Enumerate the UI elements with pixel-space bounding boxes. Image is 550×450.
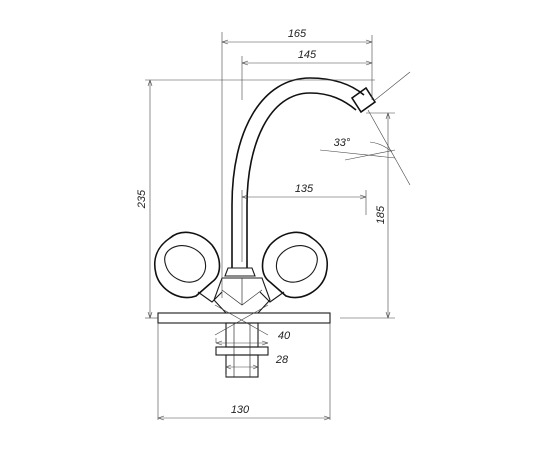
spout-inner [246, 92, 357, 268]
dim-angle: 33° [334, 137, 351, 149]
mounting-nut [215, 346, 269, 356]
dim-spout-reach: 145 [298, 49, 317, 61]
dim-spout-height: 185 [375, 205, 387, 224]
lower-shank [225, 354, 259, 378]
aerator [350, 86, 377, 114]
dim-shank-width: 28 [275, 354, 289, 366]
left-handle [154, 231, 223, 303]
dim-nut-width: 40 [278, 330, 291, 342]
spout-outer [231, 77, 365, 268]
dim-overall-reach: 165 [288, 28, 307, 40]
dimension-lines [147, 39, 393, 421]
spout-collar [224, 267, 256, 277]
dim-base-width: 130 [231, 404, 250, 416]
dim-inner-reach: 135 [295, 183, 314, 195]
dimension-labels: 165 145 135 235 185 33° 40 28 130 [136, 28, 387, 416]
extension-lines [145, 32, 411, 420]
dim-total-height: 235 [136, 189, 148, 209]
faucet-outline [154, 77, 377, 378]
right-handle [259, 231, 328, 303]
